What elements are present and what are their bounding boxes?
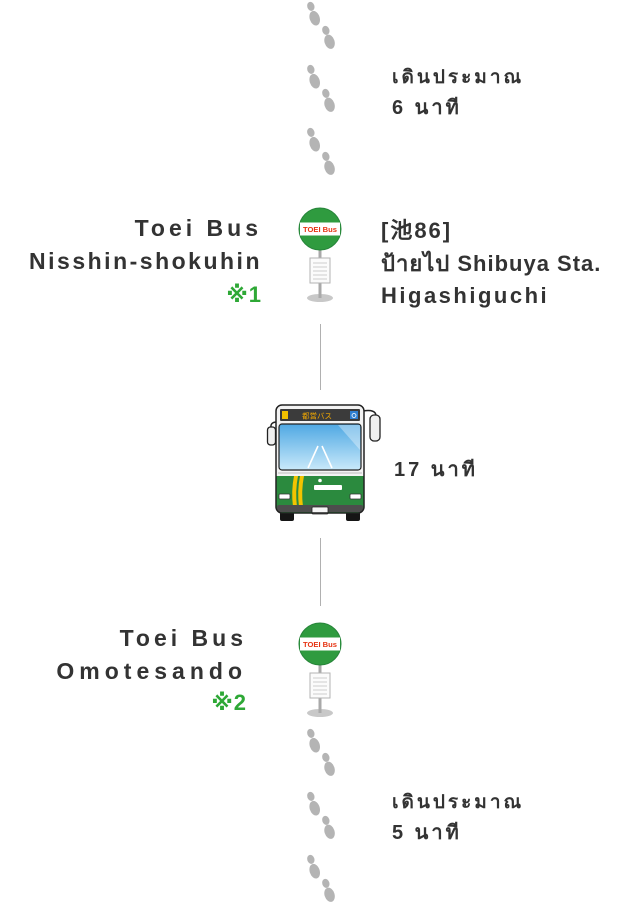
route-direction: ป้ายไป Shibuya Sta. — [381, 250, 602, 276]
timetable-panel — [309, 672, 331, 699]
stop-note: ※1 — [226, 282, 262, 307]
alighting-stop-name: Toei Bus Omotesando ※2 — [56, 622, 247, 720]
stop-title: Nisshin-shokuhin — [29, 248, 262, 274]
sign-band — [300, 637, 340, 651]
footprints-icon — [302, 727, 338, 777]
footprints-icon — [302, 790, 338, 840]
timetable-panel — [309, 257, 331, 284]
sign-logo-text: TOEI Bus — [303, 225, 337, 234]
walk-duration: 5 นาที — [392, 822, 462, 844]
left-headlight — [278, 493, 291, 500]
bus-outline — [275, 404, 365, 514]
walk-time-bottom: เดินประมาณ 5 นาที — [392, 787, 524, 849]
right-mirror — [362, 409, 381, 442]
destination-sign: 都営バス — [280, 409, 360, 421]
wiper — [307, 445, 319, 469]
bus-stop-sign-icon: TOEI Bus — [297, 621, 343, 721]
stop-title: Omotesando — [56, 657, 247, 684]
footprints-icon — [302, 0, 338, 50]
walk-duration: 6 นาที — [392, 97, 462, 119]
route-number: [池86] — [381, 218, 453, 243]
wheelchair-icon — [350, 411, 358, 419]
ride-duration: 17 นาที — [394, 459, 478, 481]
walk-time-top: เดินประมาณ 6 นาที — [392, 62, 524, 124]
bus-stop-sign-icon: TOEI Bus — [297, 206, 343, 306]
ride-time: 17 นาที — [394, 455, 478, 486]
front-plate — [314, 485, 342, 490]
right-headlight — [349, 493, 362, 500]
stop-operator: Toei Bus — [134, 215, 262, 241]
wiper — [321, 445, 333, 469]
route-connector-line — [319, 324, 321, 390]
route-info: [池86] ป้ายไป Shibuya Sta. Higashiguchi — [381, 215, 601, 313]
sign-logo-text: TOEI Bus — [303, 640, 337, 649]
destination-sign-text: 都営バス — [302, 410, 332, 420]
stop-note: ※2 — [211, 690, 247, 715]
footprints-icon — [302, 63, 338, 113]
stop-operator: Toei Bus — [119, 625, 247, 651]
footprints-icon — [302, 126, 338, 176]
route-connector-line — [319, 538, 321, 606]
sign-band — [300, 222, 340, 236]
yellow-stripes — [292, 476, 304, 507]
windshield — [278, 423, 362, 471]
boarding-stop-name: Toei Bus Nisshin-shokuhin ※1 — [29, 212, 262, 311]
footprints-icon — [302, 853, 338, 903]
bus-emblem — [318, 478, 322, 483]
walk-label: เดินประมาณ — [392, 792, 525, 813]
bus-icon: 都営バス — [266, 402, 384, 524]
walk-label: เดินประมาณ — [392, 67, 525, 88]
route-direction-cont: Higashiguchi — [381, 283, 550, 308]
bus-green-panel — [276, 476, 364, 513]
